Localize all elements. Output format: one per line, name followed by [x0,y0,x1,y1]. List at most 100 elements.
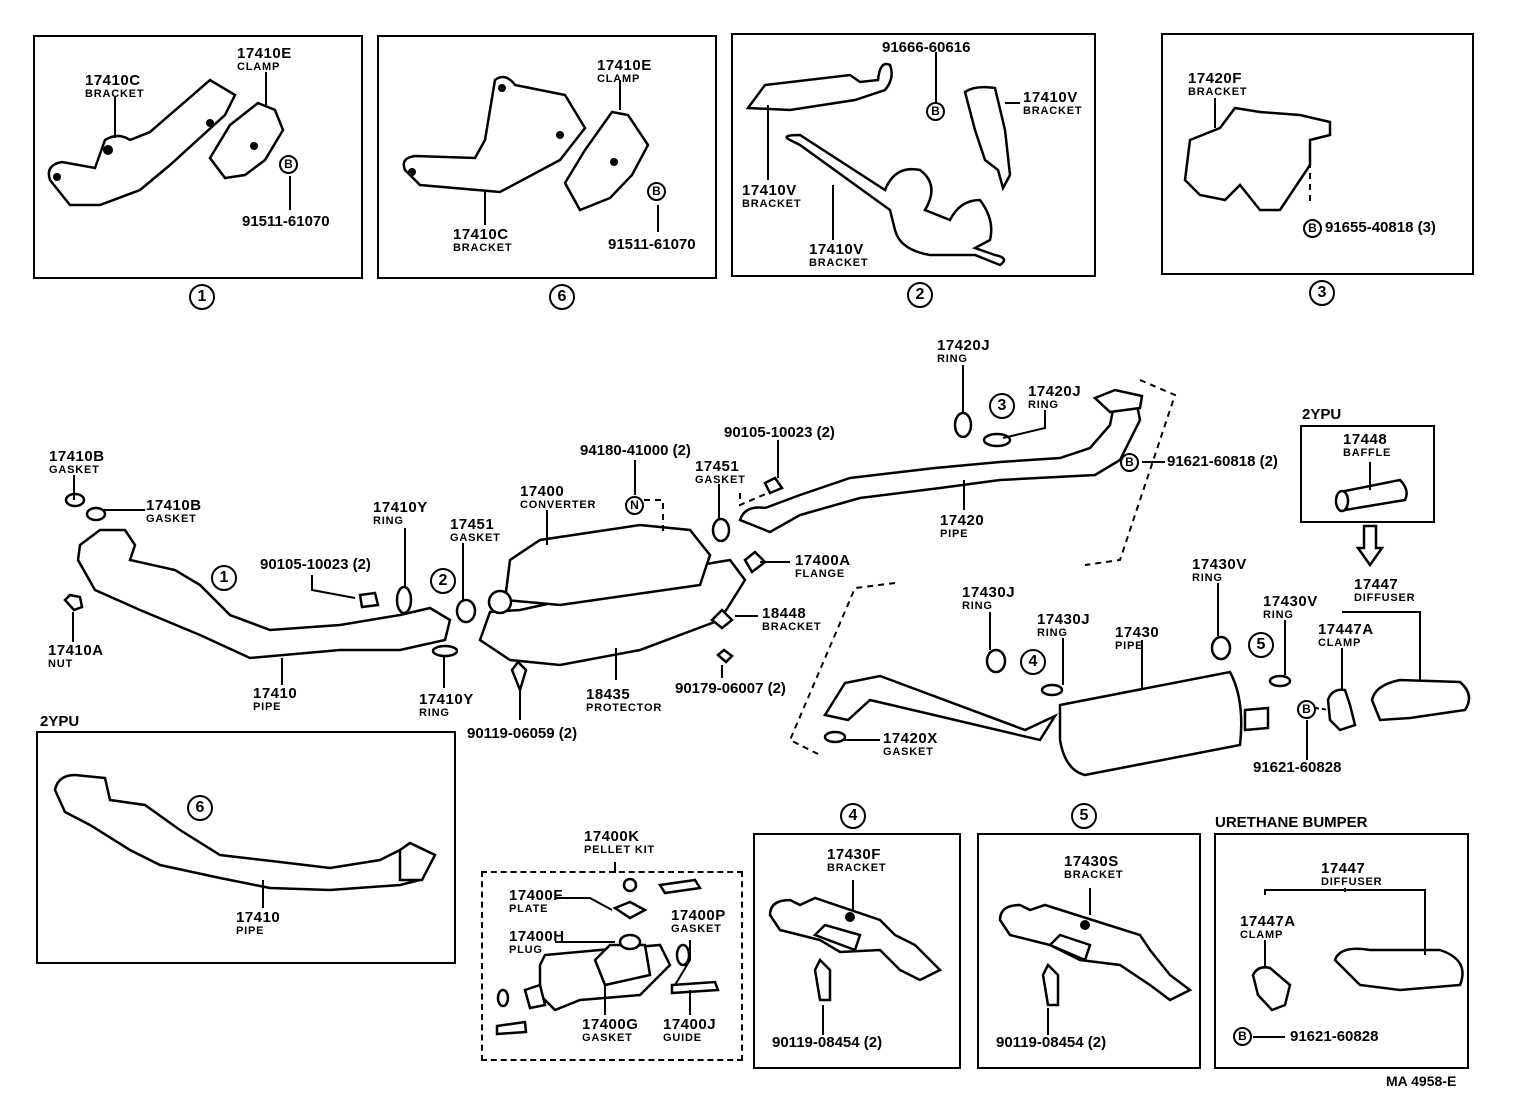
center-pipe-17420 [738,388,1144,534]
label-17410c-bracket-p1: 17410C BRACKET [85,72,145,100]
label-17400a-flange: 17400A FLANGE [795,552,851,580]
bolt-symbol-icon: B [279,155,298,174]
label-17410c-bracket-p6: 17410C BRACKET [453,226,513,254]
label-17447-diffuser: 17447 DIFFUSER [1354,576,1416,604]
label-17400h-plug: 17400H PLUG [509,928,565,956]
nut-symbol-icon: N [625,496,644,515]
label-17410-pipe: 17410 PIPE [253,685,298,713]
marker-6: 6 [549,284,575,310]
label-17430j-ring-b: 17430J RING [1037,611,1091,639]
label-91666-60616: 91666-60616 [882,39,971,56]
bolt-symbol-icon: B [926,102,945,121]
label-17448-baffle: 17448 BAFFLE [1343,431,1392,459]
bolt-symbol-icon: B [1303,219,1322,238]
leader-lines [72,52,1426,1038]
marker-2: 2 [907,282,933,308]
label-17451-gasket-right: 17451 GASKET [695,458,746,486]
label-17420x-gasket: 17420X GASKET [883,730,938,758]
marker-4: 4 [840,803,866,829]
label-17410v-bracket-c: 17410V BRACKET [809,241,869,269]
label-17447a-clamp: 17447A CLAMP [1318,621,1374,649]
clamp-17410e-panel6 [563,110,650,212]
label-18435-protector: 18435 PROTECTOR [586,686,663,714]
bracket-17410c-panel6 [402,75,587,194]
marker-3: 3 [1309,280,1335,306]
marker-2-main: 2 [430,568,456,594]
label-91511-61070-p6: 91511-61070 [608,236,696,253]
bracket-17430s-panel5 [998,903,1193,1007]
label-17410e-clamp-p1: 17410E CLAMP [237,45,292,73]
bolt-symbol-icon: B [1120,453,1139,472]
clamp-17410e-panel1 [208,101,285,180]
label-2ypu-pipe-title: 2YPU [40,713,80,730]
marker-6-2ypu: 6 [187,795,213,821]
label-17400-converter: 17400 CONVERTER [520,483,597,511]
label-17400g-gasket: 17400G GASKET [582,1016,639,1044]
inset-panel-1 [33,35,363,279]
pellet-kit-box [481,871,743,1061]
label-17400f-plate: 17400F PLATE [509,887,563,915]
label-91621-60828-ub: 91621-60828 [1290,1028,1379,1045]
label-17430v-ring-b: 17430V RING [1263,593,1318,621]
label-17430f-bracket: 17430F BRACKET [827,846,887,874]
label-2ypu-baffle-title: 2YPU [1302,406,1342,423]
bracket-17420f-panel3 [1183,106,1332,212]
inset-panel-4 [753,833,961,1069]
bolt-symbol-icon: B [1297,700,1316,719]
label-90179-06007: 90179-06007 (2) [675,680,786,697]
inset-panel-2 [731,33,1096,277]
label-90119-08454-p5: 90119-08454 (2) [996,1034,1107,1051]
label-urethane-bumper-title: URETHANE BUMPER [1215,814,1368,831]
label-91621-60828: 91621-60828 [1253,759,1342,776]
label-17430v-ring-a: 17430V RING [1192,556,1247,584]
label-17400k-pellet-kit: 17400K PELLET KIT [584,828,655,856]
label-90105-10023-left: 90105-10023 (2) [260,556,371,573]
label-18448-bracket: 18448 BRACKET [762,605,822,633]
figure-code: MA 4958-E [1386,1073,1457,1089]
bolt-symbol-icon: B [647,182,666,201]
label-17447-diffuser-ub: 17447 DIFFUSER [1321,860,1383,888]
label-17447a-clamp-ub: 17447A CLAMP [1240,913,1296,941]
label-91655-40818: 91655-40818 (3) [1325,219,1436,236]
label-90119-06059: 90119-06059 (2) [467,725,578,742]
inset-panel-3 [1161,33,1474,275]
front-pipe-17410-2ypu [53,773,437,892]
label-94180-41000: 94180-41000 (2) [580,442,691,459]
panel-2ypu-baffle [1300,425,1435,523]
panel-urethane-bumper [1214,833,1469,1069]
label-17400j-guide: 17400J GUIDE [663,1016,717,1044]
label-17430s-bracket: 17430S BRACKET [1064,853,1124,881]
diffuser-17447 [1326,678,1471,732]
bolt-symbol-icon: B [1233,1027,1252,1046]
baffle-17448 [1334,478,1408,568]
label-17410v-bracket-b: 17410V BRACKET [742,182,802,210]
label-17430j-ring-a: 17430J RING [962,584,1016,612]
label-17410v-bracket-a: 17410V BRACKET [1023,89,1083,117]
bracket-17430f-panel4 [768,896,943,1002]
label-17410a-nut: 17410A NUT [48,642,104,670]
marker-3-main: 3 [989,393,1015,419]
label-17420-pipe: 17420 PIPE [940,512,985,540]
label-90119-08454-p4: 90119-08454 (2) [772,1034,883,1051]
brackets-17410v-panel2 [745,62,1012,267]
label-17430-pipe: 17430 PIPE [1115,624,1160,652]
label-17420j-ring-right: 17420J RING [1028,383,1082,411]
marker-4-main: 4 [1020,649,1046,675]
converter-17400 [455,517,767,694]
label-17410y-ring-top: 17410Y RING [373,499,428,527]
marker-5-main: 5 [1248,632,1274,658]
marker-5: 5 [1071,803,1097,829]
label-17420j-ring-top: 17420J RING [937,337,991,365]
label-91511-61070-p1: 91511-61070 [242,213,330,230]
inset-panel-5 [977,833,1201,1069]
label-17410e-clamp-p6: 17410E CLAMP [597,57,652,85]
marker-1-main: 1 [211,565,237,591]
label-17410y-ring-bottom: 17410Y RING [419,691,474,719]
label-17410-pipe-2ypu: 17410 PIPE [236,909,281,937]
panel-2ypu-pipe [36,731,456,964]
label-90105-10023-right: 90105-10023 (2) [724,424,835,441]
label-17451-gasket-left: 17451 GASKET [450,516,501,544]
label-17400p-gasket: 17400P GASKET [671,907,726,935]
